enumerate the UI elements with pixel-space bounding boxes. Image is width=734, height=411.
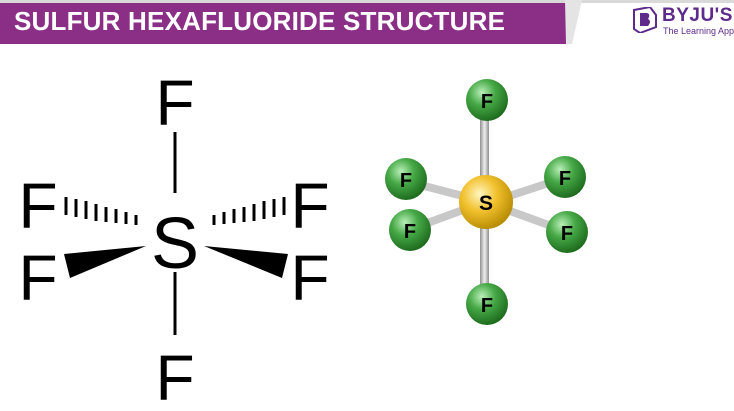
s-atom-central: S <box>459 175 513 229</box>
svg-text:S: S <box>479 192 493 215</box>
f-label-lower-right: F <box>290 242 329 314</box>
f-label-bottom: F <box>155 342 194 411</box>
banner-purple-shape <box>0 0 575 44</box>
f-label-upper-right: F <box>290 170 329 242</box>
svg-text:F: F <box>561 223 573 245</box>
byjus-logo: BYJU'S The Learning App <box>632 5 734 41</box>
f-atom-bottom: F <box>466 283 508 325</box>
banner-gray-edge <box>565 0 582 44</box>
f-atom-top: F <box>466 79 508 121</box>
header-banner <box>0 0 734 44</box>
f-atom-upper-left: F <box>385 158 427 200</box>
f-label-upper-left: F <box>18 170 57 242</box>
f-label-lower-left: F <box>18 242 57 314</box>
logo-tagline: The Learning App <box>663 26 734 36</box>
s-label-central: S <box>151 204 199 284</box>
model-bond-bottom <box>480 215 489 300</box>
page-title: SULFUR HEXAFLUORIDE STRUCTURE <box>14 6 506 36</box>
logo-name: BYJU'S <box>662 5 733 26</box>
svg-text:F: F <box>404 221 416 243</box>
svg-text:F: F <box>481 91 493 113</box>
hashed-bond-upper-left <box>64 197 138 225</box>
f-atom-lower-right: F <box>546 211 588 253</box>
svg-text:F: F <box>481 295 493 317</box>
svg-text:F: F <box>559 168 571 190</box>
wedge-bond-lower-right <box>204 246 288 278</box>
hashed-bond-upper-right <box>212 197 286 225</box>
byjus-logo-icon <box>633 7 657 33</box>
model-bond-top <box>480 115 489 191</box>
wedge-bond-lower-left <box>64 246 146 278</box>
f-atom-upper-right: F <box>544 156 586 198</box>
banner-gray-stripe <box>0 0 734 3</box>
f-atom-lower-left: F <box>389 209 431 251</box>
svg-text:F: F <box>400 170 412 192</box>
f-label-top: F <box>155 67 194 139</box>
